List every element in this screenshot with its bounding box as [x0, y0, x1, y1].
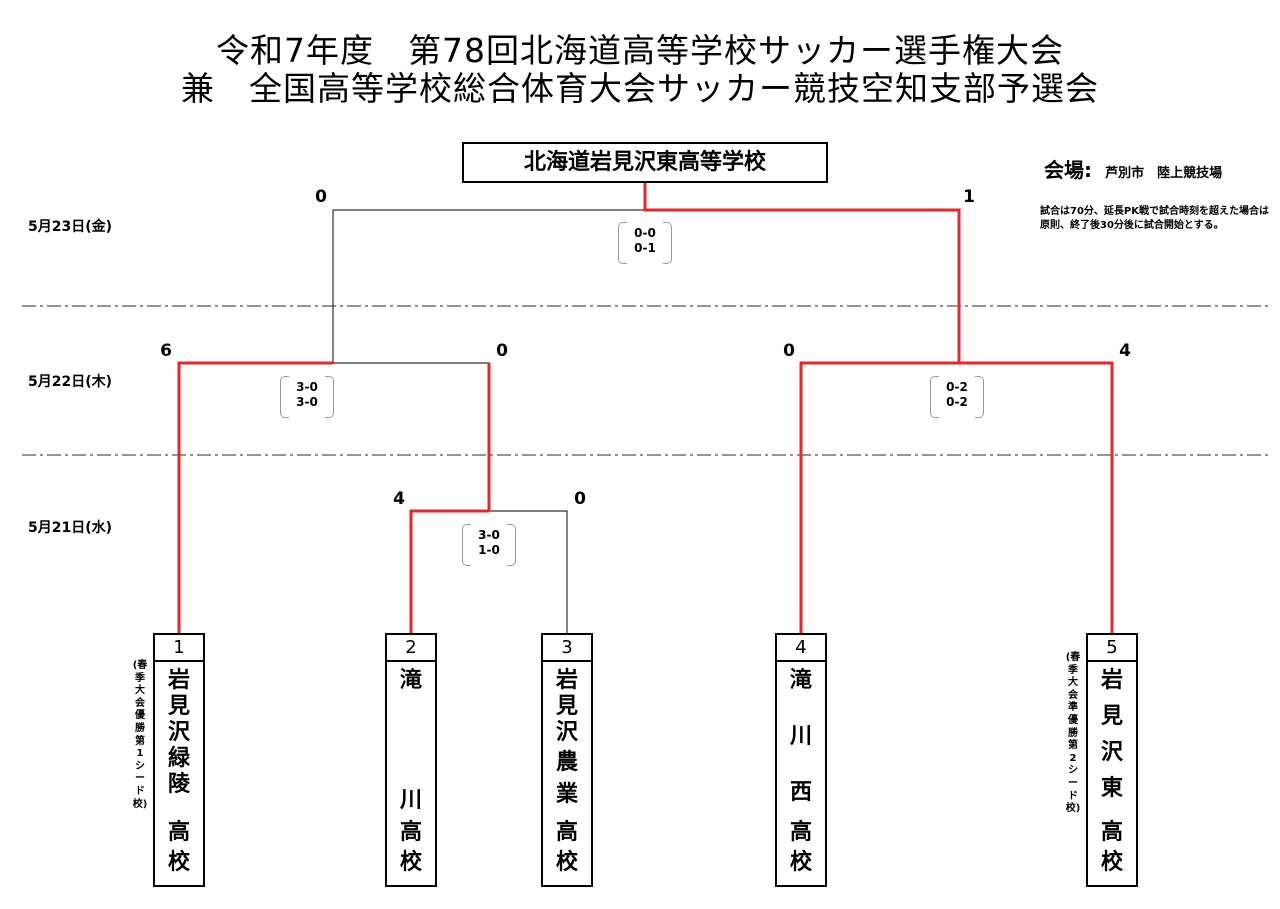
team-box-3: 3 岩 見 沢 農 業 高 校 — [541, 633, 593, 887]
team-name-char: 見 — [1100, 704, 1123, 729]
seed-note-5: (春季大会準優勝 第2シード校) — [1065, 652, 1088, 815]
team-name: 岩 見 沢 東 高 校 — [1088, 662, 1136, 887]
match-note: 試合は70分、延長PK戦で試合時刻を超えた場合は原則、終了後30分後に試合開始と… — [1040, 206, 1269, 231]
team-name-char: 東 — [1100, 776, 1123, 801]
team-box-4: 4 滝 川 西 高 校 — [775, 633, 827, 887]
seed-note-1: (春季大会優勝 第1シード校) — [132, 660, 155, 810]
team-name-char: 見 — [167, 694, 190, 719]
team-number: 1 — [155, 635, 203, 662]
team-name-char: 沢 — [555, 720, 578, 745]
team-name-char: 見 — [555, 694, 578, 719]
team-name-char: 川 — [789, 724, 812, 749]
team-name-char: 高 — [1100, 820, 1123, 845]
team-name-char: 校 — [167, 850, 190, 875]
half-score: 3-0 — [296, 380, 318, 394]
team-name-char: 岩 — [1100, 668, 1123, 693]
half-score: 0-0 — [634, 226, 656, 240]
team-name-char: 西 — [789, 780, 812, 805]
score-r1-left: 4 — [393, 489, 405, 509]
team-name-char: 緑 — [167, 746, 190, 771]
score-sf1-left: 6 — [160, 341, 172, 361]
win-path — [643, 183, 1114, 633]
half-score: 0-2 — [946, 395, 968, 409]
team-name-char: 川 — [399, 788, 422, 813]
win-path — [799, 361, 959, 633]
team-name-char: 岩 — [167, 668, 190, 693]
team-name-char: 業 — [555, 782, 578, 807]
venue-value: 芦別市 陸上競技場 — [1105, 166, 1223, 181]
venue-label: 会場: — [1044, 158, 1092, 182]
date-semifinal: 5月22日(木) — [28, 374, 113, 390]
title-line-2: 兼 全国高等学校総合体育大会サッカー競技空知支部予選会 — [181, 69, 1099, 108]
bracket-line — [332, 209, 645, 363]
team-name-char: 高 — [789, 820, 812, 845]
score-sf2-left: 0 — [783, 341, 795, 361]
score-sf1-right: 0 — [496, 341, 508, 361]
half-score: 3-0 — [478, 528, 500, 542]
team-box-2: 2 滝 川 高 校 — [385, 633, 437, 887]
team-name-char: 校 — [789, 850, 812, 875]
team-name-char: 農 — [555, 750, 578, 775]
team-name-char: 高 — [399, 820, 422, 845]
team-number: 3 — [543, 635, 591, 662]
half-score: 1-0 — [478, 543, 500, 557]
title-line-1: 令和7年度 第78回北海道高等学校サッカー選手権大会 — [216, 31, 1064, 70]
bracket-line — [489, 510, 568, 633]
win-path — [177, 361, 333, 633]
half-score: 3-0 — [296, 395, 318, 409]
team-name-char: 岩 — [555, 668, 578, 693]
half-score: 0-1 — [634, 241, 656, 255]
venue: 会場: 芦別市 陸上競技場 — [1044, 154, 1222, 183]
team-number: 5 — [1088, 635, 1136, 662]
bracket-line — [333, 362, 490, 511]
score-sf2-right: 4 — [1119, 341, 1131, 361]
champion-box: 北海道岩見沢東高等学校 — [462, 142, 828, 183]
team-name-char: 校 — [1100, 850, 1123, 875]
team-name-char: 校 — [399, 850, 422, 875]
team-box-1: 1 岩 見 沢 緑 陵 高 校 — [153, 633, 205, 887]
date-first-round: 5月21日(水) — [28, 520, 113, 536]
team-name-char: 陵 — [167, 772, 190, 797]
team-name: 岩 見 沢 農 業 高 校 — [543, 662, 591, 887]
score-r1-right: 0 — [574, 489, 586, 509]
date-final: 5月23日(金) — [28, 219, 113, 235]
score-final-left: 0 — [315, 187, 327, 207]
team-name-char: 高 — [167, 820, 190, 845]
team-name-char: 高 — [555, 820, 578, 845]
team-number: 4 — [777, 635, 825, 662]
team-name-char: 沢 — [167, 720, 190, 745]
team-name: 滝 川 高 校 — [387, 662, 435, 887]
score-final-right: 1 — [963, 187, 975, 207]
team-name-char: 校 — [555, 850, 578, 875]
win-path — [409, 509, 489, 633]
team-name: 滝 川 西 高 校 — [777, 662, 825, 887]
team-number: 2 — [387, 635, 435, 662]
team-name-char: 沢 — [1100, 740, 1123, 765]
team-name: 岩 見 沢 緑 陵 高 校 — [155, 662, 203, 887]
team-box-5: 5 岩 見 沢 東 高 校 — [1086, 633, 1138, 887]
half-score: 0-2 — [946, 380, 968, 394]
team-name-char: 滝 — [789, 668, 812, 693]
team-name-char: 滝 — [399, 668, 422, 693]
